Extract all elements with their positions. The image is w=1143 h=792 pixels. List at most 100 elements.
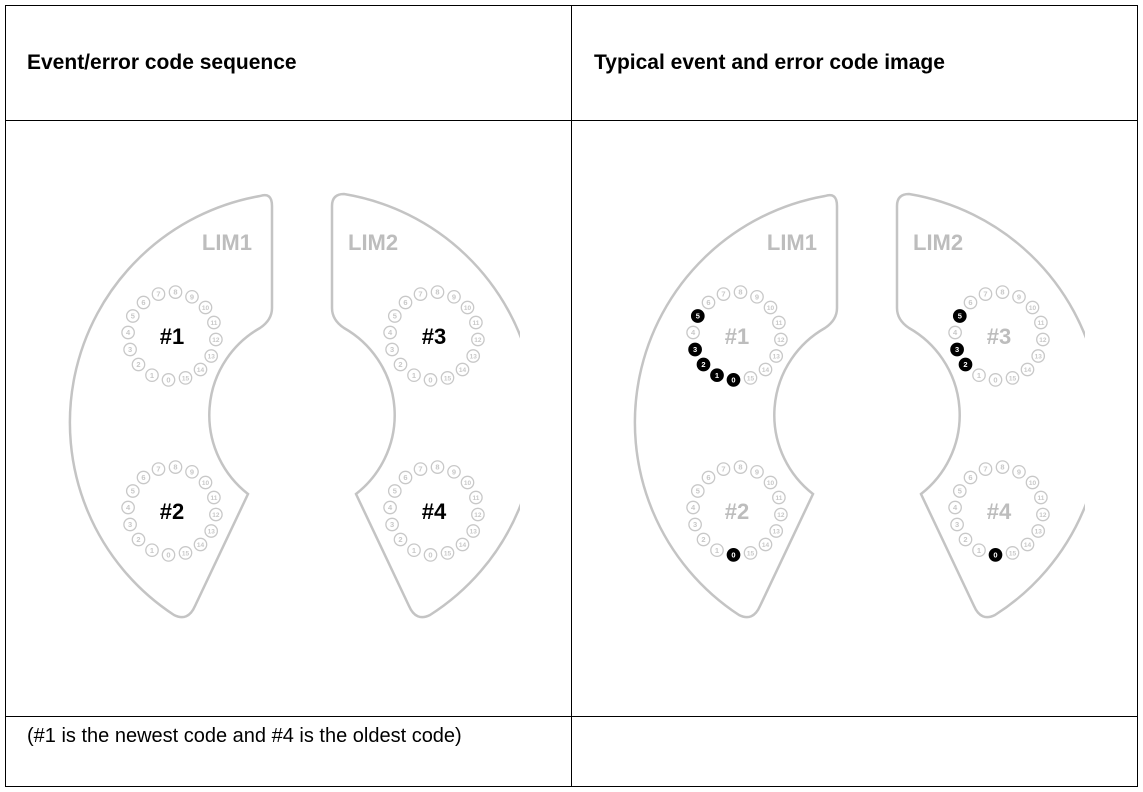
code-led-1: 1 <box>972 543 986 558</box>
code-led-6: 6 <box>963 470 978 485</box>
code-led-14: 14 <box>455 537 470 552</box>
ring-label: #2 <box>725 499 749 524</box>
code-led-number: 14 <box>197 542 205 549</box>
code-led-15: 15 <box>440 546 455 560</box>
code-led-number: 3 <box>693 520 697 529</box>
code-led-number: 14 <box>459 367 467 374</box>
code-led-number: 4 <box>691 503 696 512</box>
code-led-10: 10 <box>763 300 778 315</box>
code-led-number: 6 <box>141 473 145 482</box>
code-led-8: 8 <box>733 285 748 299</box>
code-led-number: 14 <box>1024 367 1032 374</box>
code-led-3: 3 <box>950 342 964 357</box>
footer-note: (#1 is the newest code and #4 is the old… <box>5 716 571 748</box>
code-led-9: 9 <box>185 464 199 479</box>
code-led-number: 15 <box>747 376 755 383</box>
code-led-number: 6 <box>706 473 710 482</box>
code-led-13: 13 <box>204 349 219 363</box>
ring-label: #4 <box>987 499 1012 524</box>
code-led-number: 8 <box>173 463 177 472</box>
code-led-number: 6 <box>403 298 407 307</box>
code-led-number: 3 <box>128 520 132 529</box>
code-led-10: 10 <box>460 300 475 315</box>
code-led-7: 7 <box>151 462 166 476</box>
code-led-12: 12 <box>774 507 788 522</box>
code-led-number: 4 <box>953 328 958 337</box>
code-led-number: 9 <box>452 467 456 476</box>
code-led-number: 7 <box>156 465 160 474</box>
code-led-13: 13 <box>769 524 784 538</box>
code-led-7: 7 <box>978 287 993 301</box>
code-led-9: 9 <box>447 289 461 304</box>
code-led-0: 0 <box>161 373 176 387</box>
code-led-7: 7 <box>978 462 993 476</box>
code-led-number: 12 <box>474 337 482 344</box>
code-led-14: 14 <box>1020 537 1035 552</box>
code-led-6: 6 <box>701 470 716 485</box>
code-led-number: 12 <box>777 512 785 519</box>
lim1-label: LIM1 <box>767 230 817 255</box>
code-led-3: 3 <box>123 342 137 357</box>
code-led-number: 15 <box>182 551 190 558</box>
code-led-11: 11 <box>469 490 483 505</box>
code-table: Event/error code sequence Typical event … <box>5 5 1138 787</box>
code-led-number: 4 <box>388 503 393 512</box>
lim1-label: LIM1 <box>202 230 252 255</box>
code-led-3: 3 <box>688 517 702 532</box>
code-led-number: 5 <box>696 487 700 496</box>
footer-right-cell <box>572 716 1138 724</box>
code-led-1: 1 <box>972 368 986 383</box>
code-led-number: 10 <box>1029 480 1037 487</box>
code-led-6: 6 <box>963 295 978 310</box>
code-led-number: 11 <box>1037 320 1044 327</box>
code-led-number: 4 <box>691 328 696 337</box>
code-led-1: 1 <box>145 543 159 558</box>
code-led-12: 12 <box>774 332 788 347</box>
code-led-number: 11 <box>775 320 782 327</box>
code-led-number: 3 <box>390 345 394 354</box>
code-led-number: 5 <box>696 312 700 321</box>
code-led-number: 0 <box>731 551 735 560</box>
code-led-10: 10 <box>1025 300 1040 315</box>
code-led-number: 13 <box>208 529 216 536</box>
code-led-number: 12 <box>1039 512 1047 519</box>
code-led-10: 10 <box>460 475 475 490</box>
code-led-number: 0 <box>166 551 170 560</box>
header-event-error-sequence: Event/error code sequence <box>5 5 571 120</box>
code-led-6: 6 <box>136 470 151 485</box>
code-led-14: 14 <box>455 362 470 377</box>
code-led-14: 14 <box>1020 362 1035 377</box>
code-led-2: 2 <box>131 532 146 547</box>
code-led-number: 7 <box>721 290 725 299</box>
code-led-number: 3 <box>390 520 394 529</box>
code-led-4: 4 <box>948 325 962 340</box>
code-led-number: 4 <box>126 503 131 512</box>
code-led-4: 4 <box>686 325 700 340</box>
code-led-10: 10 <box>198 475 213 490</box>
code-led-number: 10 <box>202 305 210 312</box>
code-led-number: 8 <box>738 463 742 472</box>
code-led-9: 9 <box>750 289 764 304</box>
code-led-11: 11 <box>1034 315 1048 330</box>
code-led-number: 9 <box>452 292 456 301</box>
code-led-1: 1 <box>407 543 421 558</box>
code-led-0: 0 <box>423 548 438 562</box>
code-led-5: 5 <box>952 484 967 498</box>
code-led-number: 0 <box>428 376 432 385</box>
code-led-number: 13 <box>773 354 781 361</box>
table-row-divider-2 <box>5 716 1138 717</box>
code-led-number: 10 <box>767 480 775 487</box>
code-led-15: 15 <box>1005 371 1020 385</box>
code-led-number: 15 <box>747 551 755 558</box>
code-led-8: 8 <box>168 460 183 474</box>
code-led-number: 4 <box>126 328 131 337</box>
code-led-number: 14 <box>1024 542 1032 549</box>
code-led-number: 13 <box>1035 529 1043 536</box>
code-led-13: 13 <box>204 524 219 538</box>
footer-note-text: (#1 is the newest code and #4 is the old… <box>27 725 462 747</box>
code-led-number: 1 <box>715 546 719 555</box>
code-led-3: 3 <box>688 342 702 357</box>
